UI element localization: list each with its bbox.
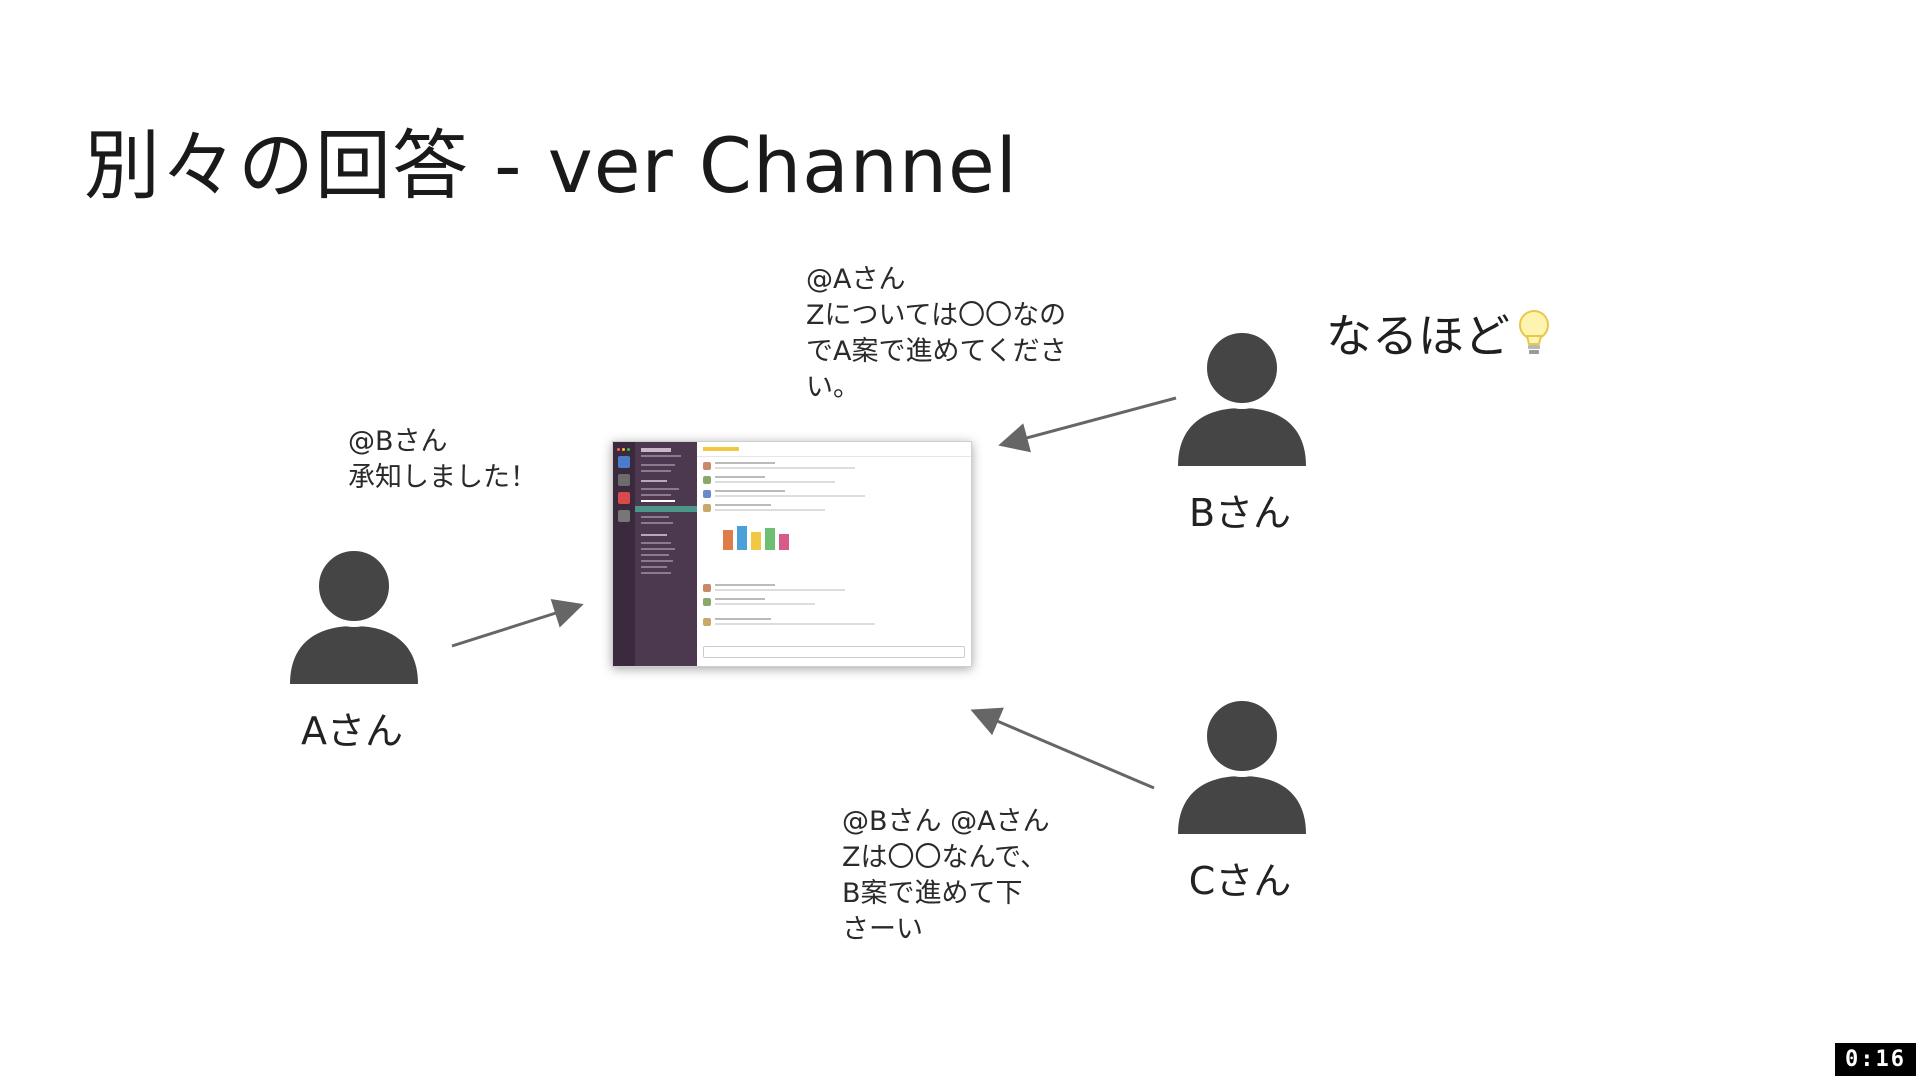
app-channel-sidebar	[635, 442, 697, 666]
lightbulb-icon	[1519, 310, 1549, 354]
reaction: なるほど	[1326, 300, 1552, 366]
app-message-pane	[697, 442, 971, 666]
app-workspace-rail	[613, 442, 635, 666]
slide-title: 別々の回答 - ver Channel	[84, 121, 1018, 210]
video-timestamp: 0:16	[1835, 1043, 1916, 1076]
channel-screenshot	[612, 441, 972, 667]
person-b-icon	[1178, 328, 1306, 466]
person-a-label: Aさん	[301, 709, 403, 753]
message-line: さーい	[842, 914, 923, 945]
message-line: B案で進めて下	[842, 878, 1023, 909]
message-c-to-ba: @Bさん @Aさん Zは〇〇なんで、 B案で進めて下 さーい	[842, 804, 1050, 948]
arrow-a-to-channel	[451, 598, 584, 648]
message-line: Zは〇〇なんで、	[842, 842, 1048, 873]
message-a-to-b: @Bさん 承知しました！	[348, 424, 537, 496]
person-c-label: Cさん	[1188, 859, 1292, 903]
person-c-icon	[1178, 696, 1306, 834]
message-line: @Bさん @Aさん	[842, 806, 1050, 837]
message-line: でA案で進めてくださ	[806, 336, 1067, 367]
message-line: @Aさん	[806, 264, 906, 295]
arrow-c-to-channel	[970, 707, 1155, 790]
message-line: い。	[806, 372, 860, 403]
person-b-label: Bさん	[1188, 491, 1292, 535]
message-line: 承知しました！	[348, 462, 537, 493]
message-line: @Bさん	[348, 426, 448, 457]
message-line: Zについては〇〇なの	[806, 300, 1067, 331]
reaction-text: なるほど	[1326, 309, 1510, 363]
message-b-to-a: @Aさん Zについては〇〇なの でA案で進めてくださ い。	[806, 262, 1067, 406]
person-a-icon	[290, 546, 418, 684]
